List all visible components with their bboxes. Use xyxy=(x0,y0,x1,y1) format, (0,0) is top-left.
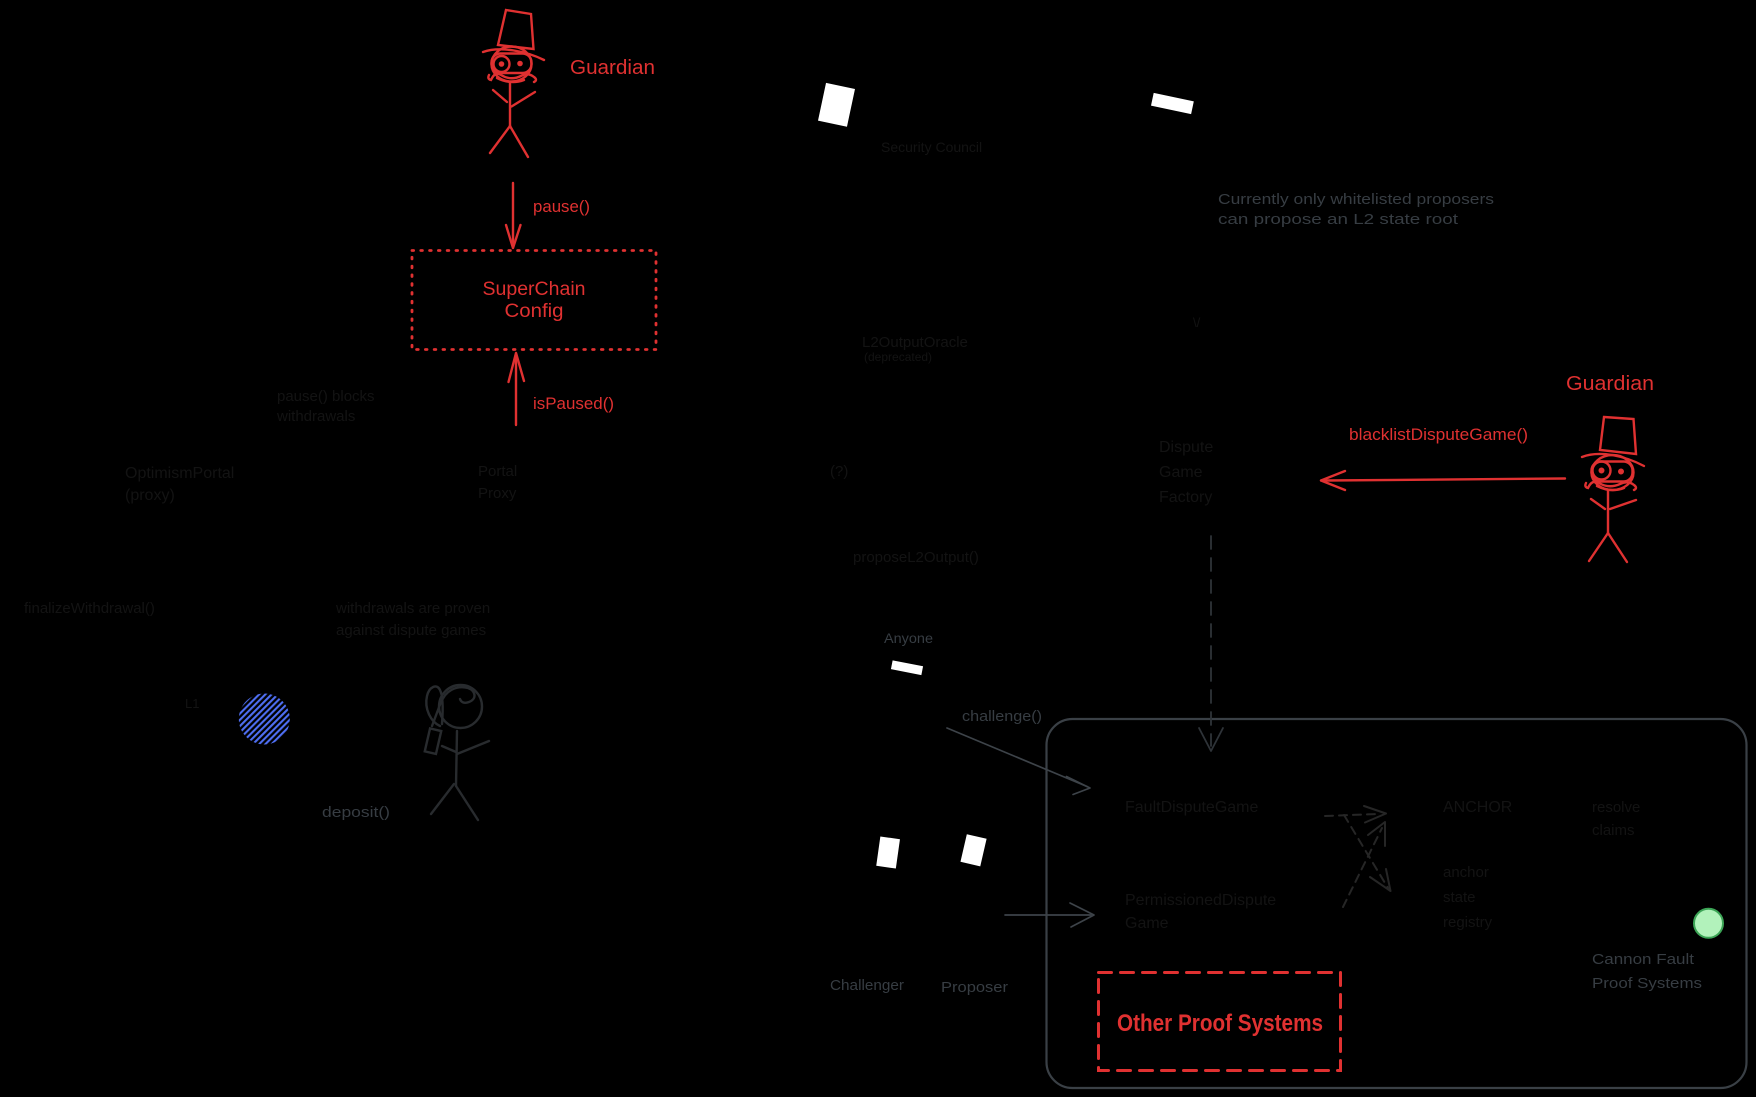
svg-text:deposit(): deposit() xyxy=(322,804,390,821)
svg-text:state: state xyxy=(1443,889,1476,906)
svg-text:blacklistDisputeGame(): blacklistDisputeGame() xyxy=(1349,425,1528,444)
svg-text:FaultDisputeGame: FaultDisputeGame xyxy=(1125,799,1258,816)
svg-text:(deprecated): (deprecated) xyxy=(864,350,932,364)
svg-text:Dispute: Dispute xyxy=(1159,439,1213,456)
svg-text:PermissionedDispute: PermissionedDispute xyxy=(1125,892,1276,909)
svg-text:challenge(): challenge() xyxy=(962,708,1042,725)
svg-text:Game: Game xyxy=(1125,915,1169,932)
svg-text:Anyone: Anyone xyxy=(884,630,933,646)
svg-text:Portal: Portal xyxy=(478,463,517,480)
svg-text:Proof Systems: Proof Systems xyxy=(1592,975,1702,992)
svg-text:L2OutputOracle: L2OutputOracle xyxy=(862,334,968,351)
svg-text:Cannon Fault: Cannon Fault xyxy=(1592,951,1695,968)
svg-text:pause() blocks: pause() blocks xyxy=(277,388,375,405)
svg-text:(proxy): (proxy) xyxy=(125,487,175,504)
svg-text:withdrawals are proven: withdrawals are proven xyxy=(335,600,490,617)
svg-text:OptimismPortal: OptimismPortal xyxy=(125,465,234,482)
svg-text:SuperChain: SuperChain xyxy=(483,279,586,300)
svg-text:Factory: Factory xyxy=(1159,489,1212,506)
svg-text:finalizeWithdrawal(): finalizeWithdrawal() xyxy=(24,600,155,617)
svg-text:Challenger: Challenger xyxy=(830,977,904,994)
svg-text:(?): (?) xyxy=(830,463,848,480)
svg-text:Guardian: Guardian xyxy=(1566,373,1654,395)
svg-text:withdrawals: withdrawals xyxy=(276,408,355,425)
svg-text:Game: Game xyxy=(1159,464,1203,481)
svg-text:Other Proof Systems: Other Proof Systems xyxy=(1117,1010,1323,1037)
svg-text:Proxy: Proxy xyxy=(478,485,517,502)
svg-text:proposeL2Output(): proposeL2Output() xyxy=(853,549,979,566)
svg-text:claims: claims xyxy=(1592,822,1635,839)
svg-text:Config: Config xyxy=(505,301,564,322)
svg-text:Currently only whitelisted pro: Currently only whitelisted proposers xyxy=(1218,191,1494,208)
svg-text:\/: \/ xyxy=(1193,315,1201,330)
svg-text:registry: registry xyxy=(1443,914,1493,931)
svg-text:Guardian: Guardian xyxy=(570,57,655,79)
svg-text:ANCHOR: ANCHOR xyxy=(1443,799,1512,816)
svg-text:anchor: anchor xyxy=(1443,864,1489,881)
svg-text:against dispute games: against dispute games xyxy=(336,622,486,639)
svg-text:can propose an L2 state root: can propose an L2 state root xyxy=(1218,211,1459,228)
svg-text:resolve: resolve xyxy=(1592,799,1640,816)
svg-text:isPaused(): isPaused() xyxy=(533,394,614,413)
svg-text:Proposer: Proposer xyxy=(941,979,1008,996)
svg-text:L1: L1 xyxy=(185,696,199,711)
svg-text:pause(): pause() xyxy=(533,197,590,216)
svg-text:Security Council: Security Council xyxy=(881,139,982,155)
